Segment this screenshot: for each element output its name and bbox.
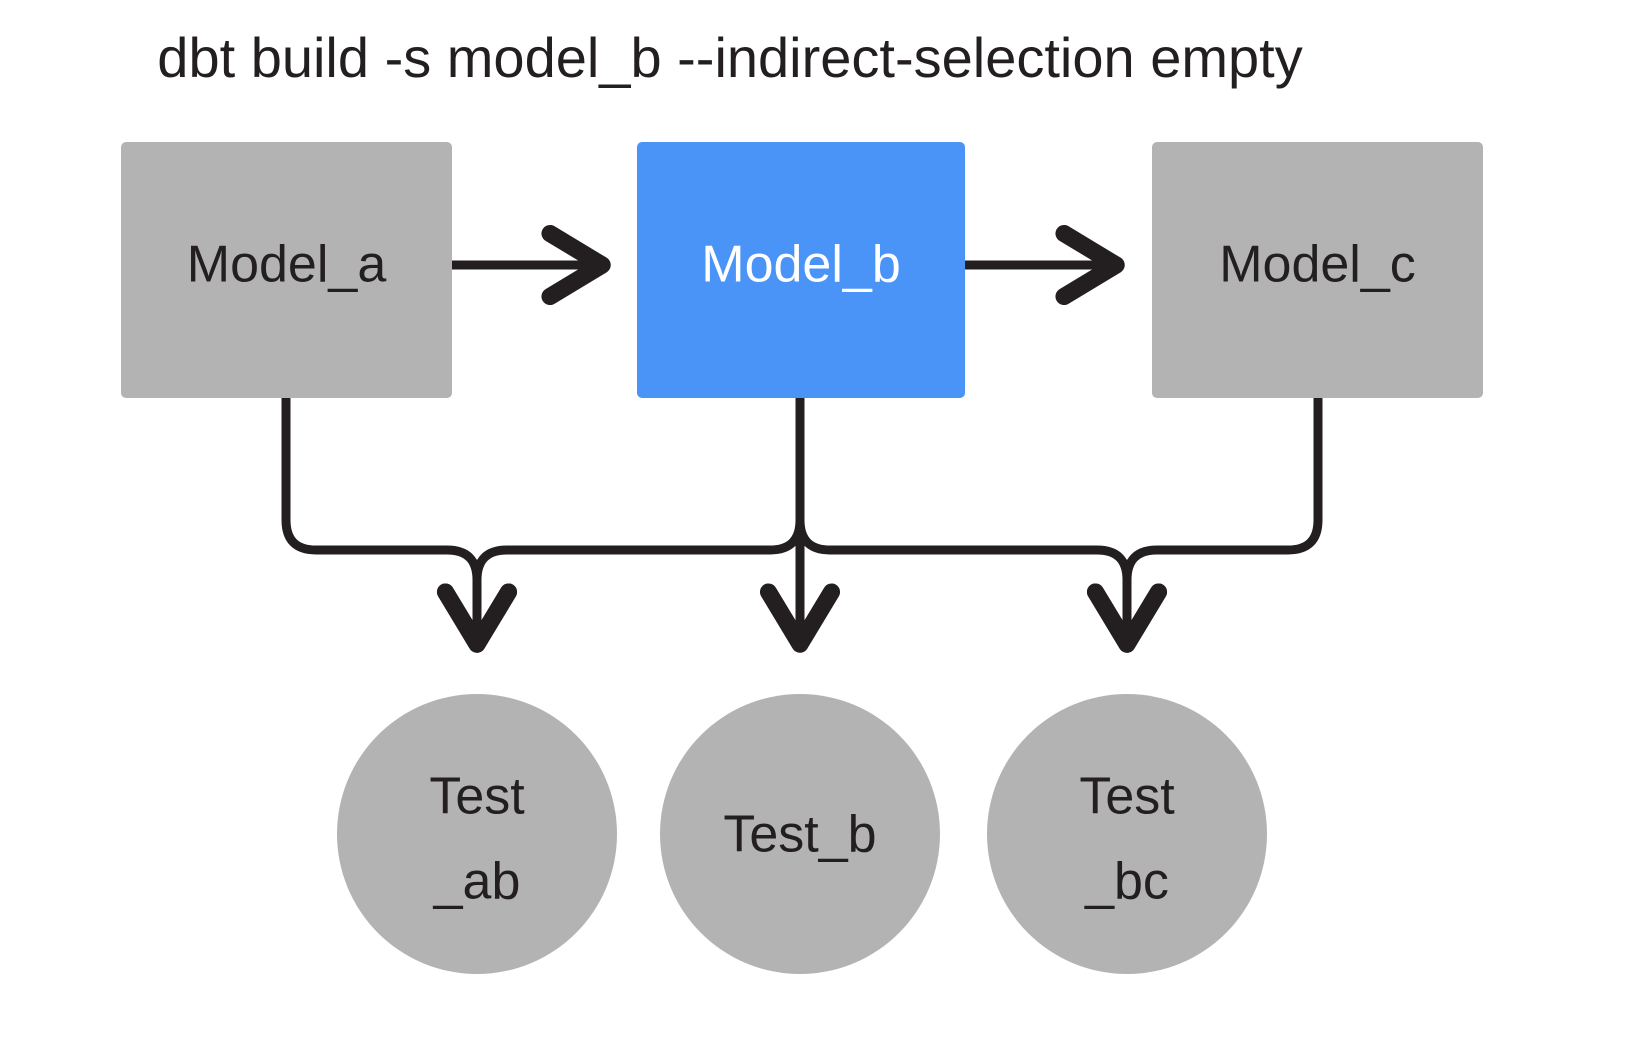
node-test-b-shape[interactable] [660,694,940,974]
node-model-c-shape[interactable] [1152,142,1483,398]
node-model-a[interactable]: Model_a [121,142,452,398]
edge-model-b-to-test-bc [795,398,1168,653]
node-model-c[interactable]: Model_c [1152,142,1483,398]
node-test-b-label-line1: Test_b [723,806,876,864]
node-test-b[interactable]: Test_b [660,694,940,974]
node-test-ab-label-line2: _ab [433,853,521,911]
node-test-ab-label-line1: Test [429,768,525,826]
edge-model-a-to-test-ab [281,398,518,653]
node-model-a-label: Model_a [187,236,387,294]
node-model-b-shape[interactable] [637,142,965,398]
edge-model-b-to-test-ab [436,398,805,653]
node-model-c-label: Model_c [1219,236,1416,294]
edge-model-c-to-test-bc [1086,398,1323,653]
node-model-b[interactable]: Model_b [637,142,965,398]
node-test-bc-shape[interactable] [987,694,1267,974]
node-test-bc-label-line2: _bc [1084,853,1169,911]
node-model-b-label: Model_b [701,236,900,294]
node-test-bc[interactable]: Test _bc [987,694,1267,974]
node-test-ab[interactable]: Test _ab [337,694,617,974]
node-test-ab-shape[interactable] [337,694,617,974]
node-test-bc-label-line1: Test [1079,768,1175,826]
diagram-title: dbt build -s model_b --indirect-selectio… [157,26,1302,89]
node-model-a-shape[interactable] [121,142,452,398]
